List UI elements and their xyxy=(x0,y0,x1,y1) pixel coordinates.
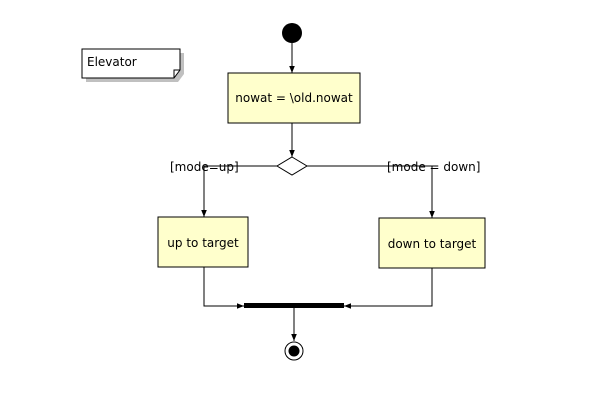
final-node-dot xyxy=(288,345,300,357)
final-node-icon[interactable] xyxy=(284,341,304,361)
action-up-label: up to target xyxy=(167,236,239,250)
action-down-to-target[interactable]: down to target xyxy=(378,217,486,269)
diagram-note-elevator[interactable]: Elevator xyxy=(81,48,184,82)
initial-node-icon[interactable] xyxy=(282,23,302,43)
action-down-label: down to target xyxy=(388,237,477,251)
action-assign-nowat[interactable]: nowat = \old.nowat xyxy=(227,72,361,124)
note-label: Elevator xyxy=(87,55,137,69)
note-box xyxy=(81,48,181,79)
action-down-box xyxy=(378,217,486,269)
guard-mode-down: [mode = down] xyxy=(387,160,480,174)
action-up-to-target[interactable]: up to target xyxy=(157,216,249,268)
action-assign-box xyxy=(227,72,361,124)
guard-mode-up: [mode=up] xyxy=(170,160,239,174)
edge-up-to-join xyxy=(203,267,244,309)
edge-decision-to-down xyxy=(307,165,435,218)
decision-diamond-icon[interactable] xyxy=(276,156,308,176)
action-up-box xyxy=(157,216,249,268)
edge-down-to-join xyxy=(344,268,433,309)
edge-decision-to-up xyxy=(201,165,277,217)
action-assign-label: nowat = \old.nowat xyxy=(235,91,353,105)
join-bar-icon[interactable] xyxy=(244,303,344,308)
note-fold xyxy=(173,69,180,78)
